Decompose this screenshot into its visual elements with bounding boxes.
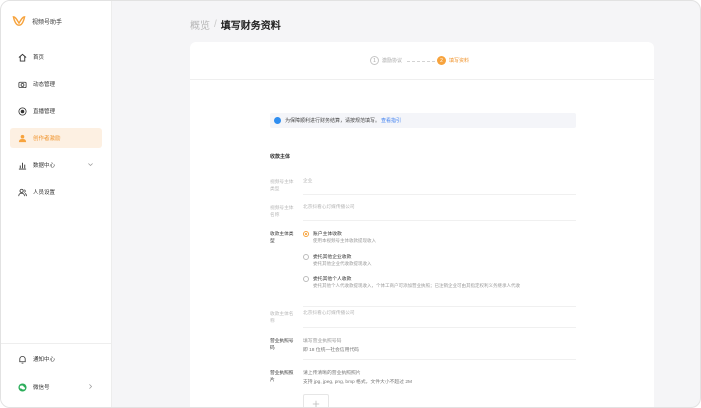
field-value: 企业: [303, 178, 313, 183]
divider: [303, 306, 576, 307]
live-icon: [18, 106, 27, 116]
field-value: 北京抖看心灯媒传播公司: [303, 310, 355, 315]
notice-text: 为保障顺利进行财务结算，请按规范填写。: [285, 118, 381, 124]
sidebar-item-label: 数据中心: [33, 163, 56, 169]
brand-logo-icon: [12, 16, 26, 26]
sidebar-item-label: 动态管理: [33, 82, 56, 88]
divider: [303, 327, 576, 328]
breadcrumb: 概览 / 填写财务资料: [190, 17, 281, 32]
form-card: 1 激励协议 2 填写资料 为保障顺利进行财务结算，请按规范填写。 查看指引 收…: [190, 42, 654, 407]
field-label: 收款主体类型: [270, 231, 294, 243]
sidebar-divider: [1, 343, 111, 344]
creator-icon: [18, 134, 27, 143]
sidebar-item-home[interactable]: 首页: [10, 47, 102, 67]
sidebar-item-label: 人员设置: [33, 190, 56, 196]
chart-icon: [18, 161, 27, 170]
breadcrumb-separator: /: [214, 19, 217, 30]
people-icon: [18, 188, 27, 197]
step-agreement: 1 激励协议: [370, 56, 402, 65]
chevron-right-icon: [89, 384, 93, 389]
camera-icon: [18, 80, 27, 89]
radio-unselected[interactable]: [303, 276, 309, 282]
field-label: 营业执照号码: [270, 338, 294, 350]
home-icon: [18, 53, 27, 62]
radio-unselected[interactable]: [303, 254, 309, 260]
field-value: 北京抖看心灯媒传播公司: [303, 204, 355, 209]
step-label: 填写资料: [449, 58, 470, 64]
option-desc: 委托其他个人代收款提现收入，个体工商户可添加营业执照；已注销企业可由其指定权利义…: [313, 283, 520, 288]
divider: [303, 220, 576, 221]
brand-name: 视频号助手: [32, 19, 63, 26]
step-connector: [407, 61, 435, 62]
license-number-input[interactable]: 填写营业执照号码: [303, 339, 342, 344]
option-desc: 使用本视频号主体收款提现收入: [313, 238, 376, 243]
upload-instruction: 请上传清晰的营业执照照片: [303, 371, 361, 376]
sidebar-item-staff[interactable]: 人员设置: [10, 182, 102, 202]
field-hint: 即 18 位统一社会信用代码: [303, 348, 359, 353]
upload-button[interactable]: [303, 394, 329, 407]
option-desc: 委托其他企业代收款提现收入: [313, 261, 372, 266]
option-title: 委托其他个人收款: [313, 277, 352, 282]
option-title: 账户主体收款: [313, 232, 342, 237]
field-label: 营业执照照片: [270, 370, 294, 382]
divider: [303, 194, 576, 195]
page-title: 填写财务资料: [220, 21, 281, 32]
breadcrumb-parent[interactable]: 概览: [190, 21, 210, 32]
progress-steps: 1 激励协议 2 填写资料: [190, 42, 654, 80]
plus-icon: [312, 400, 320, 407]
field-label: 收款主体名称: [270, 311, 294, 323]
bell-icon: [18, 355, 27, 364]
step-label: 激励协议: [382, 58, 403, 64]
chevron-down-icon: [88, 163, 93, 167]
sidebar-item-label: 首页: [33, 55, 45, 61]
sidebar-item-creator-incentive[interactable]: 创作者激励: [10, 128, 102, 148]
sidebar-item-posts[interactable]: 动态管理: [10, 74, 102, 94]
sidebar-item-data-center[interactable]: 数据中心: [10, 155, 102, 175]
section-title: 收款主体: [270, 154, 291, 160]
step-number: 2: [437, 56, 446, 65]
wechat-icon: [18, 382, 27, 392]
sidebar-item-label: 通知中心: [33, 357, 56, 363]
sidebar: 视频号助手 首页 动态管理 直播管理 创作者激励: [1, 1, 112, 407]
brand[interactable]: 视频号助手: [12, 14, 62, 28]
sidebar-item-wechat-account[interactable]: 微信号: [10, 377, 102, 397]
sidebar-item-label: 创作者激励: [33, 136, 61, 142]
divider: [303, 359, 576, 360]
sidebar-item-label: 微信号: [33, 385, 50, 391]
info-notice: 为保障顺利进行财务结算，请按规范填写。 查看指引: [270, 113, 576, 128]
info-icon: [274, 117, 281, 124]
sidebar-item-label: 直播管理: [33, 109, 56, 115]
option-title: 委托其他企业收款: [313, 255, 352, 260]
guide-link[interactable]: 查看指引: [381, 118, 402, 124]
radio-selected[interactable]: [303, 231, 309, 237]
sidebar-item-notifications[interactable]: 通知中心: [10, 349, 102, 369]
step-number: 1: [370, 56, 379, 65]
field-label: 视频号主体类型: [270, 179, 294, 191]
step-fill-info: 2 填写资料: [437, 56, 469, 65]
field-label: 视频号主体名称: [270, 205, 294, 217]
sidebar-item-live[interactable]: 直播管理: [10, 101, 102, 121]
upload-formats: 支持 jpg, jpeg, png, bmp 格式，文件大小不超过 2M: [303, 380, 413, 385]
